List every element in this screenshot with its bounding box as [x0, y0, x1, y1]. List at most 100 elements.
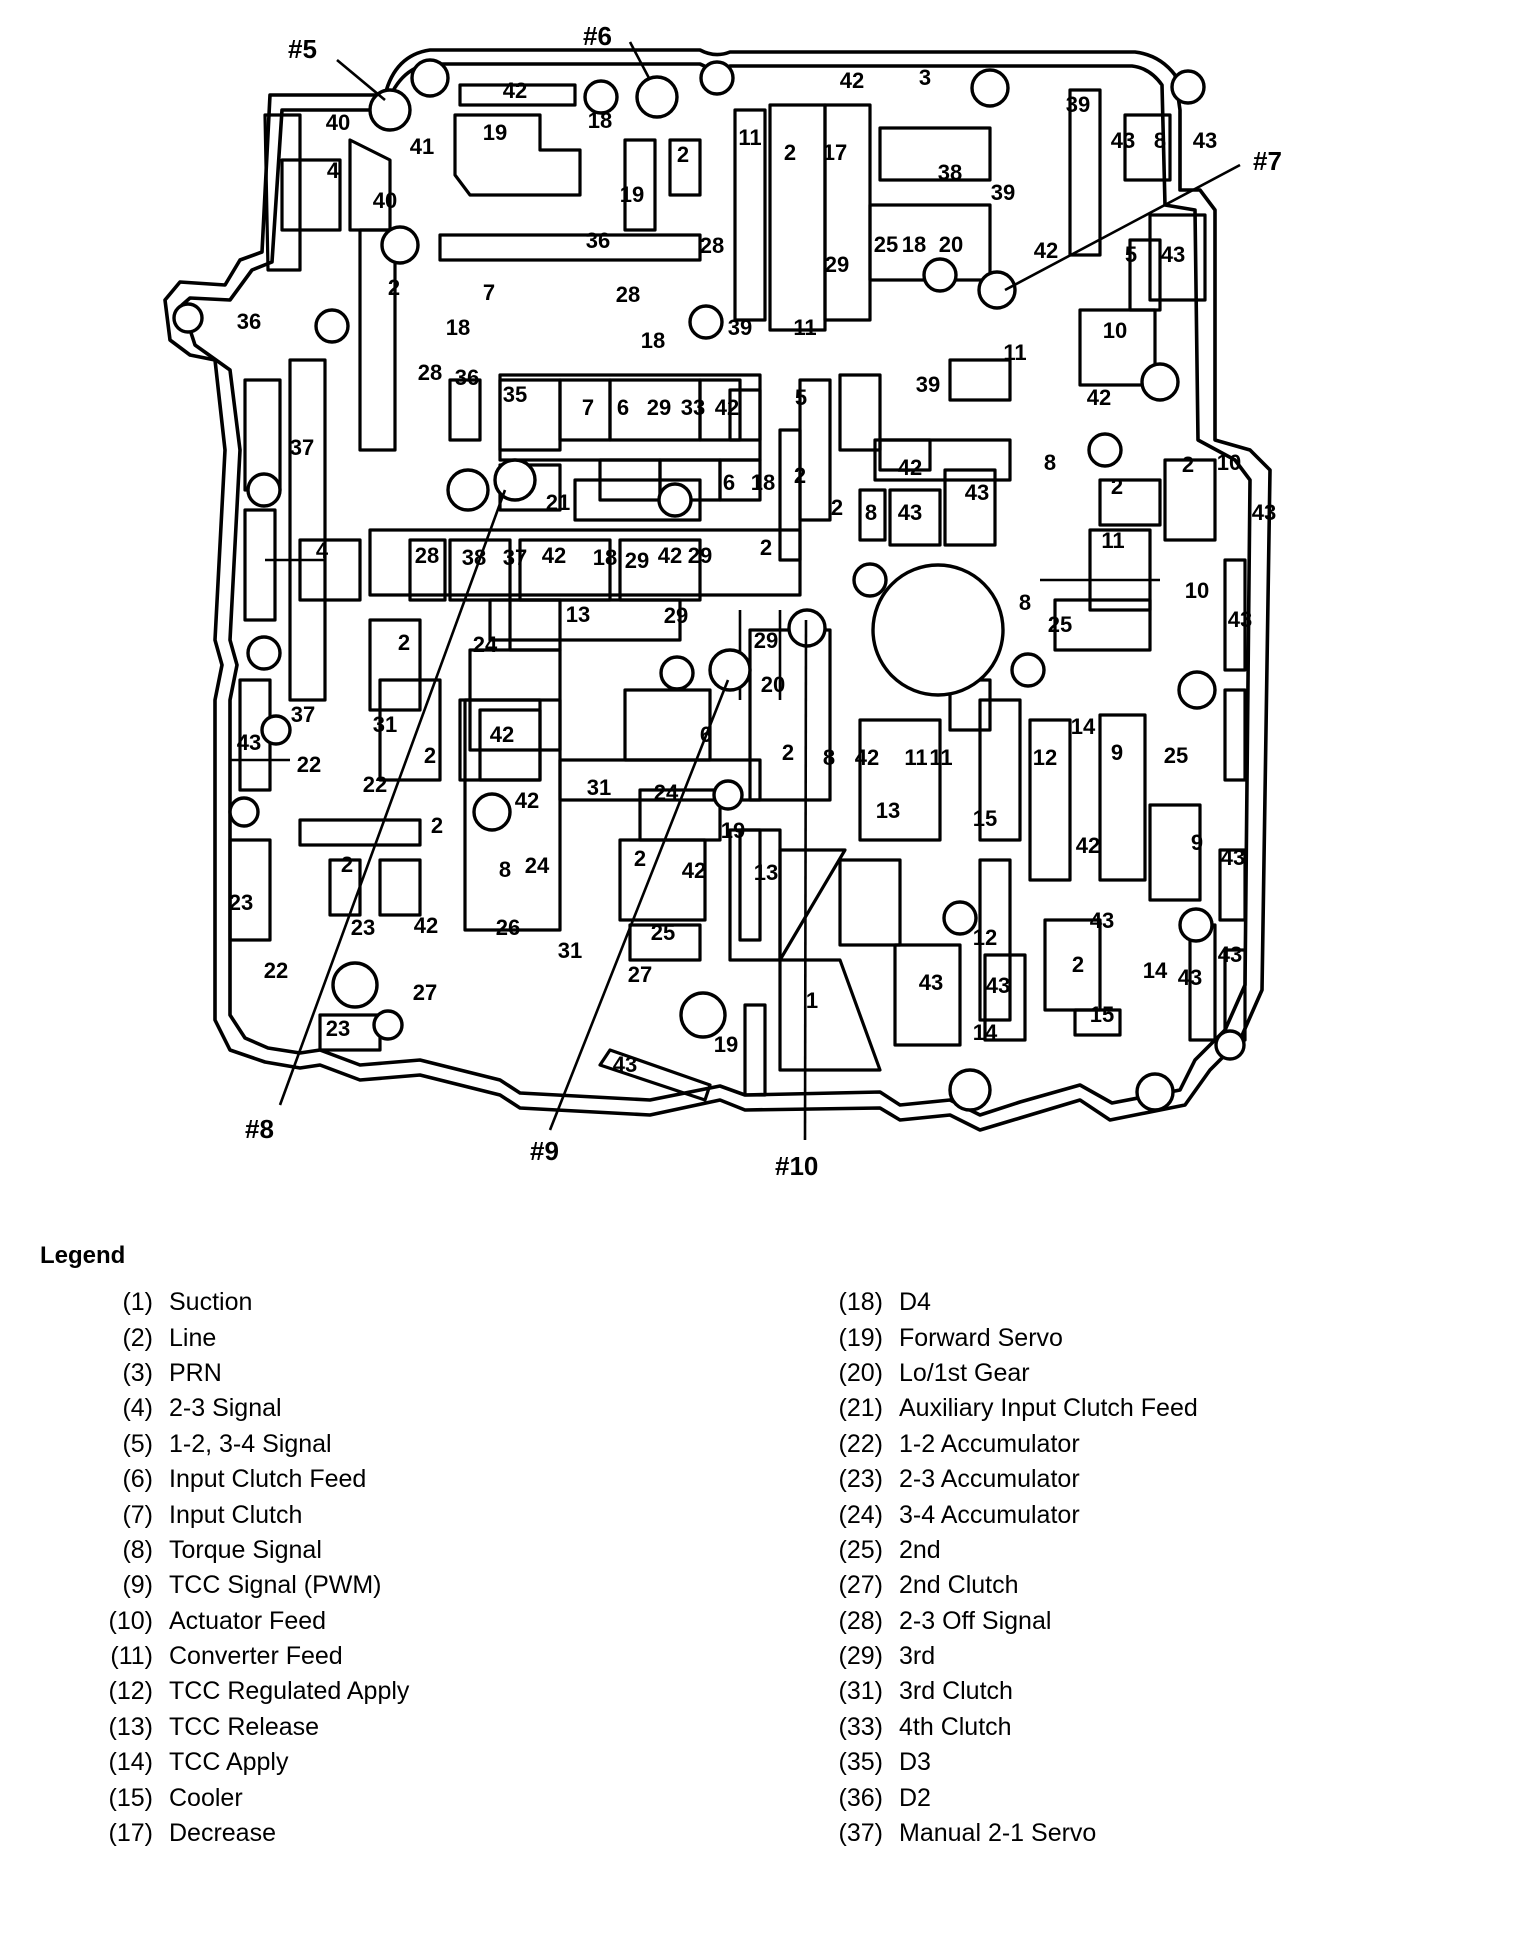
channel — [733, 108, 767, 322]
channel-number: 11 — [1003, 340, 1026, 365]
channel — [893, 943, 962, 1047]
callout-label: #8 — [245, 1114, 274, 1144]
legend-code: (27) — [838, 1571, 883, 1600]
channel-number: 10 — [1185, 578, 1209, 603]
legend-row: (1)Suction — [80, 1285, 409, 1320]
legend-code: (15) — [108, 1783, 153, 1812]
channel — [858, 488, 887, 542]
channel-number: 36 — [455, 365, 479, 390]
channel — [823, 103, 872, 322]
channel — [618, 538, 702, 602]
legend-label: 2-3 Accumulator — [899, 1465, 1080, 1494]
channel-number: 2 — [341, 852, 353, 877]
channel — [728, 388, 762, 442]
channel-number: 11 — [1101, 528, 1124, 553]
channel-number: 18 — [446, 315, 470, 340]
channel-number: 35 — [503, 382, 527, 407]
legend-label: D2 — [899, 1783, 931, 1812]
channel — [838, 373, 882, 452]
channel-number: 43 — [613, 1052, 637, 1077]
channel — [243, 508, 277, 622]
legend-row: (35)D3 — [810, 1745, 1198, 1780]
legend-label: Converter Feed — [169, 1642, 343, 1671]
channel — [858, 718, 942, 842]
channel — [498, 378, 562, 452]
plate-outline-inner — [180, 62, 1252, 1117]
channel — [1053, 598, 1152, 652]
legend-code: (13) — [108, 1712, 153, 1741]
channel-number: 6 — [700, 722, 712, 747]
channel-number: 43 — [1221, 845, 1245, 870]
channel-number: 12 — [1033, 745, 1057, 770]
channel-number: 28 — [700, 233, 724, 258]
channel-number: 14 — [973, 1020, 998, 1045]
channel-number: 2 — [634, 846, 646, 871]
channel-number: 42 — [1076, 833, 1100, 858]
legend-label: Cooler — [169, 1783, 243, 1812]
legend-label: 3rd — [899, 1642, 936, 1671]
legend-label: Input Clutch — [169, 1500, 303, 1529]
legend-label: Torque Signal — [169, 1535, 322, 1564]
channel-number: 39 — [728, 315, 752, 340]
channel — [1123, 113, 1172, 182]
legend-label: Suction — [169, 1288, 253, 1317]
channel-number: 43 — [986, 973, 1010, 998]
channel — [948, 358, 1012, 402]
legend-row: (3)PRN — [80, 1356, 409, 1391]
channel — [318, 1013, 382, 1052]
channel-number: 23 — [326, 1016, 350, 1041]
channel-number: 2 — [431, 813, 443, 838]
legend-row: (2)Line — [80, 1320, 409, 1355]
legend-label: Decrease — [169, 1819, 276, 1848]
channel-number: 2 — [398, 630, 410, 655]
legend-code: (21) — [838, 1394, 883, 1423]
channel-number: 8 — [1154, 128, 1166, 153]
legend-label: Lo/1st Gear — [899, 1358, 1030, 1387]
channel-number: 20 — [761, 672, 785, 697]
channel-number: 43 — [1090, 908, 1114, 933]
callout-label: #6 — [583, 21, 612, 51]
channel-number: 27 — [628, 962, 652, 987]
channel-number: 22 — [363, 772, 387, 797]
channel-number: 41 — [410, 134, 434, 159]
channel — [1028, 718, 1072, 882]
channel-number: 43 — [1161, 242, 1185, 267]
channel-number: 21 — [546, 490, 570, 515]
legend-label: 3rd Clutch — [899, 1677, 1013, 1706]
channel-number: 28 — [415, 543, 439, 568]
plate-outline — [163, 48, 1272, 1132]
legend-code: (28) — [838, 1606, 883, 1635]
large-bore — [871, 563, 1005, 697]
channel-number: 5 — [1125, 242, 1137, 267]
channel — [478, 708, 542, 782]
legend-code: (11) — [110, 1642, 153, 1671]
channel — [738, 828, 762, 942]
channel-number: 42 — [715, 395, 739, 420]
legend-row: (28)2-3 Off Signal — [810, 1604, 1198, 1639]
channel-number: 42 — [658, 543, 682, 568]
channel — [878, 438, 932, 472]
legend-label: TCC Regulated Apply — [169, 1677, 410, 1706]
channel — [778, 848, 847, 962]
channel — [280, 158, 342, 232]
channel — [453, 113, 582, 197]
channel — [768, 103, 827, 332]
channel — [368, 618, 422, 712]
channel-number: 7 — [483, 280, 495, 305]
channel-number: 10 — [1217, 450, 1241, 475]
channel-number: 25 — [1164, 743, 1188, 768]
channel-number: 5 — [795, 385, 807, 410]
legend-row: (22)1-2 Accumulator — [810, 1427, 1198, 1462]
channel-number: 8 — [823, 745, 835, 770]
legend-row: (20)Lo/1st Gear — [810, 1356, 1198, 1391]
legend-label: Manual 2-1 Servo — [899, 1819, 1097, 1848]
legend-label: Auxiliary Input Clutch Feed — [899, 1394, 1198, 1423]
channel-number: 19 — [714, 1032, 738, 1057]
channel — [878, 126, 992, 182]
channel — [978, 698, 1022, 842]
channel-number: 11 — [904, 745, 927, 770]
channel — [1223, 948, 1247, 1042]
channel-number: 2 — [1111, 474, 1123, 499]
channel-number: 2 — [677, 142, 689, 167]
channel-number: 2 — [784, 140, 796, 165]
